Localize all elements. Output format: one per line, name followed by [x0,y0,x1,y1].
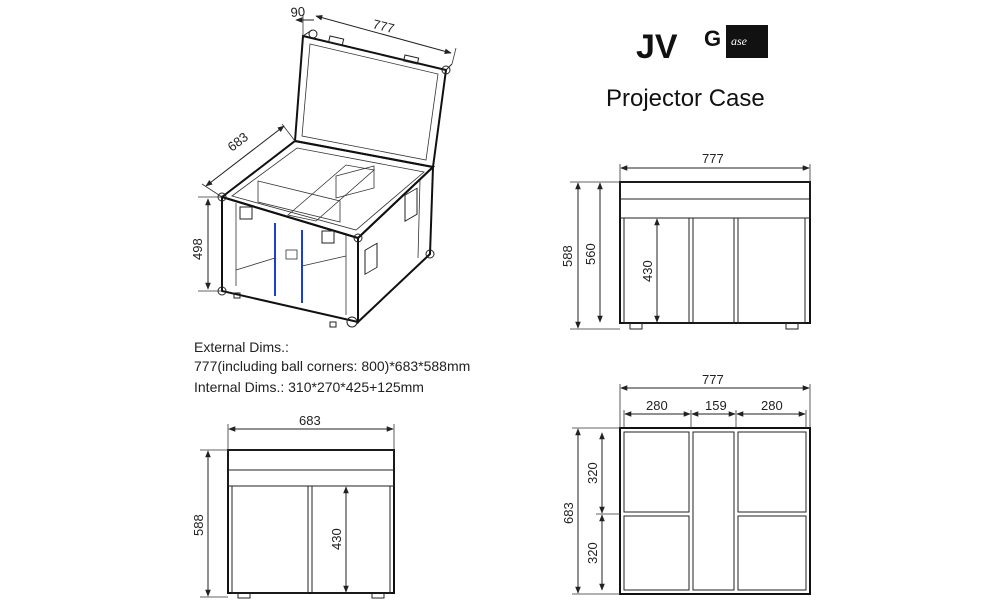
front-view-lid [619,181,811,200]
top-view-cell-bottom-left [623,515,690,591]
front-dim-compartment-height: 430 [640,260,655,282]
iso-side-face [357,164,435,325]
iso-back-divider [257,180,341,223]
external-dims-label: External Dims.: [194,339,289,355]
front-view-foot [629,322,643,330]
front-dim-body-height: 560 [583,243,598,265]
side-view-outline [227,449,395,594]
iso-lid-panel [293,34,448,169]
front-view-outline [619,181,811,324]
iso-dim-depth: 683 [225,129,251,154]
iso-dim-length: 777 [371,16,396,36]
side-view-lid [227,449,395,471]
front-view-compartment-right [737,217,806,324]
side-dim-compartment-height: 430 [329,528,344,550]
top-dim-right-compartment: 280 [761,398,783,413]
iso-dim-height: 498 [190,238,205,260]
iso-ball-corner [425,249,435,259]
front-view-foot [785,322,799,330]
iso-side-handle-icon [404,187,418,222]
top-dim-center-compartment: 159 [705,398,727,413]
side-view-compartment-right [311,485,391,594]
iso-foot [233,292,241,299]
side-dim-width: 683 [299,413,321,428]
iso-foot [329,321,337,328]
iso-latch-icon [239,206,253,220]
top-view-cell-top-left [623,431,690,513]
iso-ball-corner [353,233,363,243]
top-view-cell-bottom-right [737,515,807,591]
front-view: 777 588 560 430 [560,151,811,330]
top-dim-upper-row: 320 [585,462,600,484]
logo-text-g: G [704,26,721,51]
side-view: 683 588 430 [191,413,395,599]
iso-lid-corner [441,65,451,75]
side-dim-total-height: 588 [191,514,206,536]
front-dim-total-height: 588 [560,245,575,267]
top-view-cell-center [692,431,735,591]
external-dims-value: 777(including ball corners: 800)*683*588… [194,358,470,374]
top-dim-total-depth: 683 [561,502,576,524]
front-view-compartment-center [692,217,735,324]
page-title: Projector Case [606,85,765,112]
iso-side-handle-icon [364,242,378,276]
iso-ball-corner [346,316,358,328]
iso-latch-icon [321,230,335,244]
front-dim-width: 777 [702,151,724,166]
top-view-cell-top-right [737,431,807,513]
internal-dims-value: Internal Dims.: 310*270*425+125mm [194,379,424,395]
brand-logo: JV G ase [636,25,768,66]
top-dim-left-compartment: 280 [646,398,668,413]
iso-dim-lid-thickness: 90 [290,4,306,20]
iso-lid-latch [403,54,420,65]
front-view-compartment-left [623,217,690,324]
side-view-foot [237,592,251,599]
top-dim-total-width: 777 [702,372,724,387]
side-view-compartment-left [231,485,309,594]
top-dim-lower-row: 320 [585,542,600,564]
isometric-view: 90 777 683 498 [190,4,457,328]
logo-black-block [726,25,768,58]
top-view-outline [619,427,811,595]
logo-text-jv: JV [636,28,678,66]
side-view-foot [371,592,385,599]
iso-lid-corner [308,29,318,39]
logo-text-case: ase [731,34,748,48]
top-view: 777 280 159 280 683 320 320 [561,372,811,595]
iso-center-divider [287,164,375,222]
